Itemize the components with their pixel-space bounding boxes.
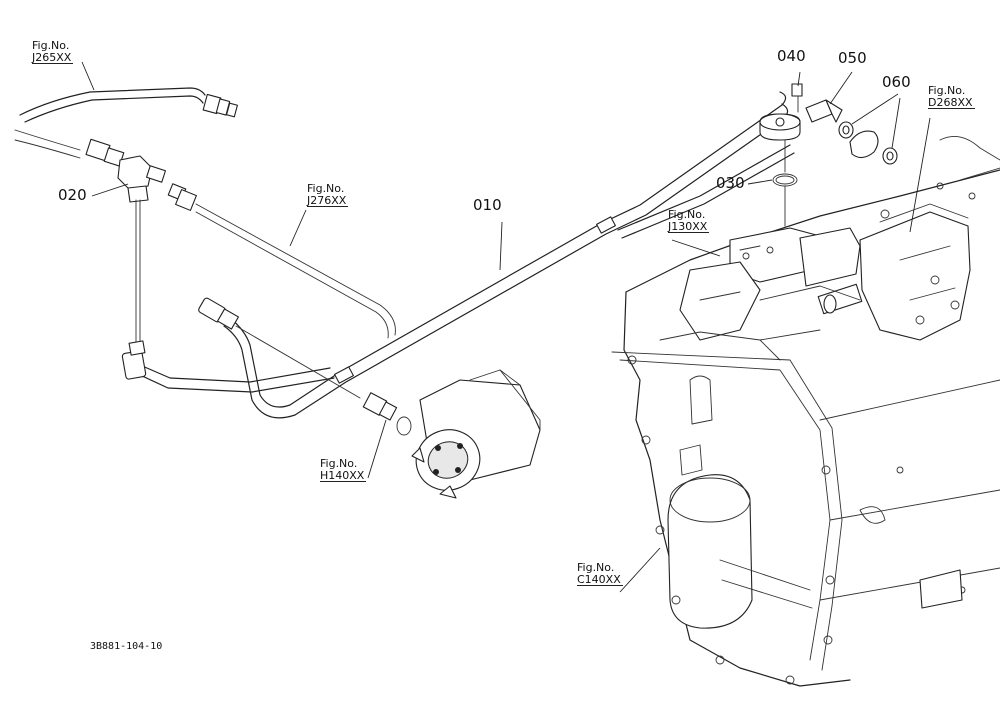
pipe-j265 xyxy=(14,87,238,159)
part-label-020: 020 xyxy=(58,186,87,204)
fig-ref-h140-code: H140XX xyxy=(320,468,367,483)
fig-ref-j265-prefix: Fig.No. xyxy=(32,39,70,52)
part-label-060: 060 xyxy=(882,73,911,91)
fig-ref-h140-prefix: Fig.No. xyxy=(320,457,358,470)
fig-ref-j265-code: J265XX xyxy=(32,50,74,65)
fig-ref-c140-prefix: Fig.No. xyxy=(577,561,615,574)
fig-ref-j276-prefix: Fig.No. xyxy=(307,182,345,195)
hydraulic-pump-h140 xyxy=(235,325,541,499)
drawing-id: 3B881-104-10 xyxy=(90,641,163,652)
transmission-case-c140 xyxy=(611,169,1000,687)
part-label-050: 050 xyxy=(838,49,867,67)
fig-ref-j276: Fig.No. J276XX xyxy=(307,182,349,208)
tee-fitting-020 xyxy=(85,138,167,356)
pipe-j276 xyxy=(167,183,396,339)
valve-body-j130-d268 xyxy=(659,135,1000,361)
fig-ref-c140: Fig.No. C140XX xyxy=(577,561,623,587)
leader-lines xyxy=(81,61,931,593)
part-label-030: 030 xyxy=(716,174,745,192)
main-pipe-010 xyxy=(121,91,795,419)
fig-ref-d268-code: D268XX xyxy=(928,95,975,110)
banjo-assembly xyxy=(759,83,898,227)
fig-ref-h140: Fig.No. H140XX xyxy=(320,457,367,483)
fig-ref-j130-code: J130XX xyxy=(668,219,710,234)
part-label-040: 040 xyxy=(777,47,806,65)
part-label-010: 010 xyxy=(473,196,502,214)
fig-ref-d268: Fig.No. D268XX xyxy=(928,84,975,110)
fig-ref-d268-prefix: Fig.No. xyxy=(928,84,966,97)
fig-ref-j265: Fig.No. J265XX xyxy=(32,39,74,65)
fig-ref-c140-code: C140XX xyxy=(577,572,623,587)
fig-ref-j130: Fig.No. J130XX xyxy=(668,208,710,234)
fig-ref-j130-prefix: Fig.No. xyxy=(668,208,706,221)
fig-ref-j276-code: J276XX xyxy=(307,193,349,208)
